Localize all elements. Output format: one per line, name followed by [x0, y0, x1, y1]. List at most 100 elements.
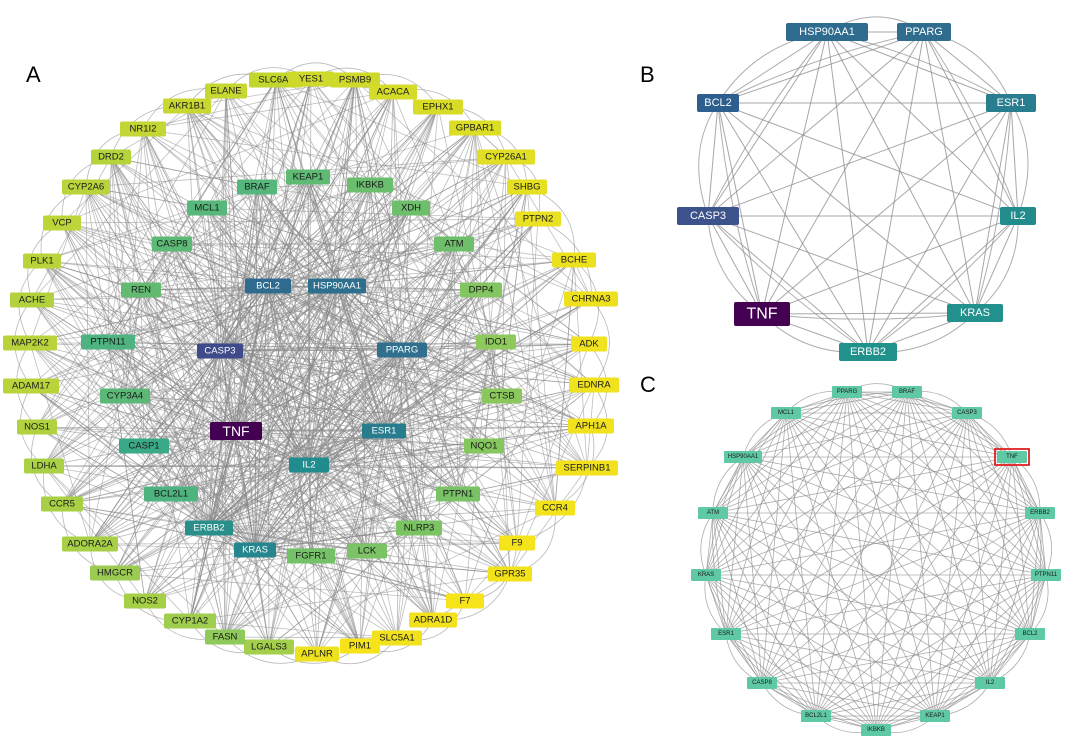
- node-box: [698, 507, 728, 519]
- network-edge: [219, 79, 277, 352]
- node-drd2: DRD2: [91, 149, 131, 165]
- network-edge: [846, 391, 1013, 458]
- network-edge: [254, 285, 269, 551]
- network-edge: [89, 445, 485, 545]
- network-edge: [310, 285, 338, 557]
- node-box: [197, 343, 243, 359]
- node-box: [120, 121, 166, 137]
- node-xdh: XDH: [392, 200, 430, 216]
- network-edge: [144, 349, 403, 602]
- network-edge: [934, 574, 1047, 717]
- network-edge: [846, 391, 936, 717]
- network-edge: [366, 349, 403, 552]
- network-edge: [474, 127, 588, 469]
- node-label: F9: [511, 538, 522, 549]
- network-edge: [712, 512, 877, 731]
- node-box: [952, 407, 982, 419]
- network-edge: [826, 31, 976, 314]
- network-edge: [170, 395, 503, 495]
- panel-c: C BRAFCASP3TNFERBB2PTPN11BCL2IL2KEAP1IKB…: [640, 372, 1061, 736]
- network-edge: [206, 207, 485, 447]
- node-box: [377, 342, 427, 358]
- node-esr1: ESR1: [986, 94, 1036, 112]
- node-serpinb1: SERPINB1: [556, 460, 618, 476]
- network-edge: [761, 682, 936, 717]
- network-edge: [712, 391, 848, 514]
- network-edge: [235, 91, 394, 432]
- network-edge: [336, 285, 511, 575]
- node-box: [152, 236, 192, 252]
- node-il2: IL2: [975, 677, 1005, 689]
- node-ctsb: CTSB: [482, 388, 522, 404]
- node-hsp90aa1: HSP90AA1: [724, 451, 762, 463]
- network-edge: [383, 349, 403, 432]
- network-edge: [143, 350, 221, 447]
- network-edge: [906, 391, 1041, 514]
- node-pparg: PPARG: [897, 23, 951, 41]
- network-edge: [934, 412, 968, 717]
- node-box: [121, 282, 161, 298]
- node-label: ERBB2: [193, 523, 224, 534]
- node-label: PPARG: [905, 26, 943, 38]
- node-label: FGFR1: [295, 551, 326, 562]
- node-box: [975, 677, 1005, 689]
- node-box: [892, 386, 922, 398]
- network-edge: [107, 341, 237, 432]
- network-edge: [61, 222, 420, 529]
- network-edge: [354, 79, 368, 552]
- network-edge: [61, 91, 394, 224]
- node-aph1a: APH1A: [568, 418, 614, 434]
- node-gpr35: GPR35: [488, 566, 532, 582]
- network-edge: [336, 285, 503, 397]
- network-edge: [219, 243, 455, 352]
- network-edge: [934, 456, 1013, 717]
- network-edge: [509, 467, 588, 575]
- network-edge: [254, 549, 270, 648]
- node-casp1: CASP1: [119, 438, 169, 454]
- network-edge: [41, 186, 258, 262]
- network-edge: [846, 391, 1047, 576]
- node-label: KRAS: [242, 545, 268, 556]
- node-label: LDHA: [31, 461, 57, 472]
- network-edge: [36, 176, 309, 428]
- network-edge: [761, 31, 925, 315]
- node-label: ACACA: [377, 87, 410, 98]
- node-box: [434, 236, 474, 252]
- network-edge: [785, 412, 877, 731]
- node-label: BCHE: [561, 255, 587, 266]
- network-edge: [742, 456, 936, 717]
- network-edge: [705, 391, 908, 576]
- node-box: [237, 179, 277, 195]
- network-edge: [114, 555, 312, 574]
- network-edge: [934, 633, 1031, 717]
- node-box: [724, 451, 762, 463]
- network-edge: [875, 574, 1047, 731]
- node-label: NQO1: [471, 441, 498, 452]
- node-box: [476, 334, 516, 350]
- node-acaca: ACACA: [369, 84, 417, 100]
- network-edge: [41, 260, 256, 551]
- network-edge: [308, 207, 412, 466]
- network-edge: [31, 184, 371, 301]
- node-box: [436, 486, 480, 502]
- node-label: ERBB2: [1030, 510, 1050, 516]
- network-edge: [219, 350, 256, 551]
- node-pim1: PIM1: [340, 638, 380, 654]
- node-label: CASP3: [690, 210, 726, 222]
- node-box: [62, 179, 110, 195]
- network-edge: [359, 430, 385, 647]
- network-edge: [144, 285, 338, 602]
- network-edge: [336, 207, 412, 287]
- network-edge: [225, 90, 371, 186]
- network-edge: [369, 184, 434, 621]
- node-label: CCR4: [542, 503, 568, 514]
- network-edge: [254, 243, 455, 551]
- node-kras: KRAS: [947, 304, 1003, 322]
- node-box: [499, 535, 535, 551]
- network-edge: [815, 633, 1031, 717]
- node-box: [347, 177, 393, 193]
- network-edge: [308, 106, 439, 466]
- network-edge: [256, 186, 269, 287]
